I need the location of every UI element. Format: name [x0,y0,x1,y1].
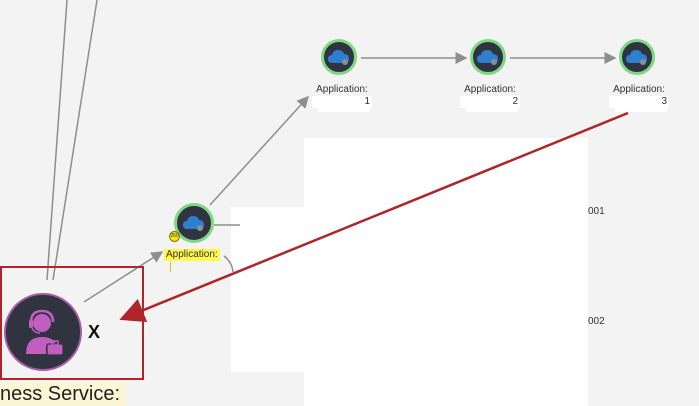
partial-text-2: 002 [588,316,605,327]
node-label-text: Application: [316,84,368,95]
node-label-text: Application: [464,84,516,95]
selected-application-node[interactable] [174,203,214,243]
edge-service-to-selected [83,251,164,303]
selected-application-label: Application: [164,249,220,261]
application-node-1-label: Application: 1 [312,84,372,108]
removed-marker: X [88,322,101,342]
edge-top-b [52,0,98,281]
selection-highlight-box [0,266,144,380]
content-panel [304,138,588,406]
application-node-1[interactable] [321,39,357,75]
alert-count-badge[interactable]: 260 [169,231,180,242]
annotation-arrow [119,111,629,323]
business-service-label: ness Service: [0,382,127,406]
node-label-text: Application: [613,84,665,95]
cloud-gear-icon [328,50,349,65]
application-node-3[interactable] [619,39,655,75]
text-cursor [170,262,171,272]
node-index: 3 [609,96,669,108]
business-service-node[interactable] [4,293,82,371]
application-node-2-label: Application: 2 [460,84,520,108]
edge-selected-to-1 [209,95,310,206]
edge-selected-curve [223,255,234,273]
edge-top-a [46,0,68,281]
node-index: 2 [460,96,520,108]
node-index: 1 [312,96,372,108]
application-node-2[interactable] [470,39,506,75]
cloud-gear-icon [626,50,647,65]
cloud-gear-icon [183,216,204,231]
partial-text-1: 001 [588,206,605,217]
cloud-gear-icon [477,50,498,65]
content-panel-left [231,207,306,372]
application-node-3-label: Application: 3 [609,84,669,108]
support-agent-icon [26,309,64,356]
